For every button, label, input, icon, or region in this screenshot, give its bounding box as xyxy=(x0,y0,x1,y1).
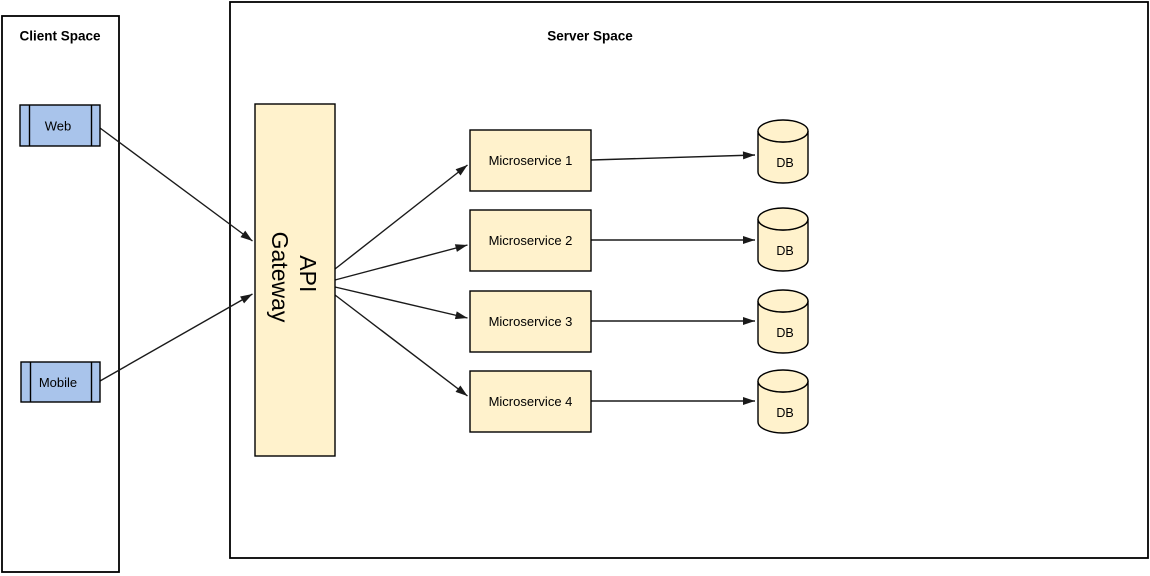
mobile-box xyxy=(20,361,101,403)
edge-api-gateway-to-microservice-2 xyxy=(334,244,468,281)
microservice-4-box xyxy=(469,370,592,433)
mobile-label: Mobile xyxy=(39,375,77,390)
node-microservice-1: Microservice 1 xyxy=(469,129,592,192)
microservice-2-label: Microservice 2 xyxy=(489,233,573,248)
node-db-3: DB xyxy=(757,289,809,354)
db-4-cylinder-top xyxy=(757,369,809,393)
edge-microservice-1-to-db-1 xyxy=(590,151,756,161)
node-mobile: Mobile xyxy=(20,361,101,403)
microservice-3-label: Microservice 3 xyxy=(489,314,573,329)
api-gateway-label-line2: Gateway xyxy=(267,232,293,323)
db-1-cylinder-top xyxy=(757,119,809,143)
node-api-gateway: API Gateway xyxy=(254,103,336,457)
web-box xyxy=(19,104,101,147)
db-4-label: DB xyxy=(776,406,793,420)
db-1-label: DB xyxy=(776,156,793,170)
microservice-4-label: Microservice 4 xyxy=(489,394,573,409)
edge-web-to-api-gateway xyxy=(99,127,253,242)
db-2-label: DB xyxy=(776,244,793,258)
edge-mobile-to-api-gateway xyxy=(99,293,253,382)
edge-api-gateway-to-microservice-3 xyxy=(334,286,468,320)
microservice-3-box xyxy=(469,290,592,353)
node-db-1: DB xyxy=(757,119,809,184)
web-label: Web xyxy=(45,119,72,134)
node-microservice-2: Microservice 2 xyxy=(469,209,592,272)
api-gateway-box xyxy=(254,103,336,457)
client-space-border xyxy=(1,15,120,573)
microservice-2-box xyxy=(469,209,592,272)
server-space-container: Server Space xyxy=(229,1,1149,559)
node-microservice-3: Microservice 3 xyxy=(469,290,592,353)
node-db-4: DB xyxy=(757,369,809,434)
microservice-1-box xyxy=(469,129,592,192)
node-db-2: DB xyxy=(757,207,809,272)
client-space-container: Client Space xyxy=(1,15,120,573)
api-gateway-label-line1: API xyxy=(295,255,321,292)
edge-api-gateway-to-microservice-1 xyxy=(334,164,468,270)
api-gateway-label: API Gateway xyxy=(267,232,321,323)
microservice-1-label: Microservice 1 xyxy=(489,153,573,168)
node-web: Web xyxy=(19,104,101,147)
db-3-label: DB xyxy=(776,326,793,340)
edges-layer xyxy=(99,127,756,405)
db-3-cylinder-top xyxy=(757,289,809,313)
db-2-cylinder-top xyxy=(757,207,809,231)
client-space-title: Client Space xyxy=(19,29,101,44)
node-microservice-4: Microservice 4 xyxy=(469,370,592,433)
edge-api-gateway-to-microservice-4 xyxy=(334,294,468,397)
server-space-title: Server Space xyxy=(547,29,633,44)
server-space-border xyxy=(229,1,1149,559)
